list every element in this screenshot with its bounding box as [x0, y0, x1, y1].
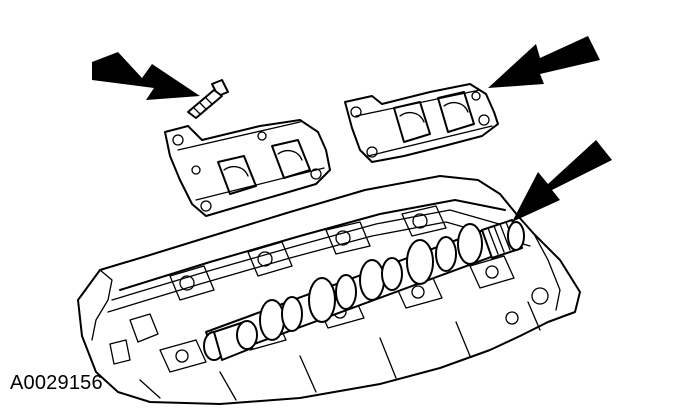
bolt [187, 79, 229, 119]
camshaft [203, 219, 525, 361]
arrow-right-cap [488, 36, 600, 88]
arrow-camshaft [512, 140, 612, 222]
arrow-bolt [92, 52, 200, 100]
left-camshaft-bearing-cap [164, 119, 331, 217]
figure-id-label: A0029156 [10, 372, 103, 394]
right-camshaft-bearing-cap [344, 83, 499, 163]
